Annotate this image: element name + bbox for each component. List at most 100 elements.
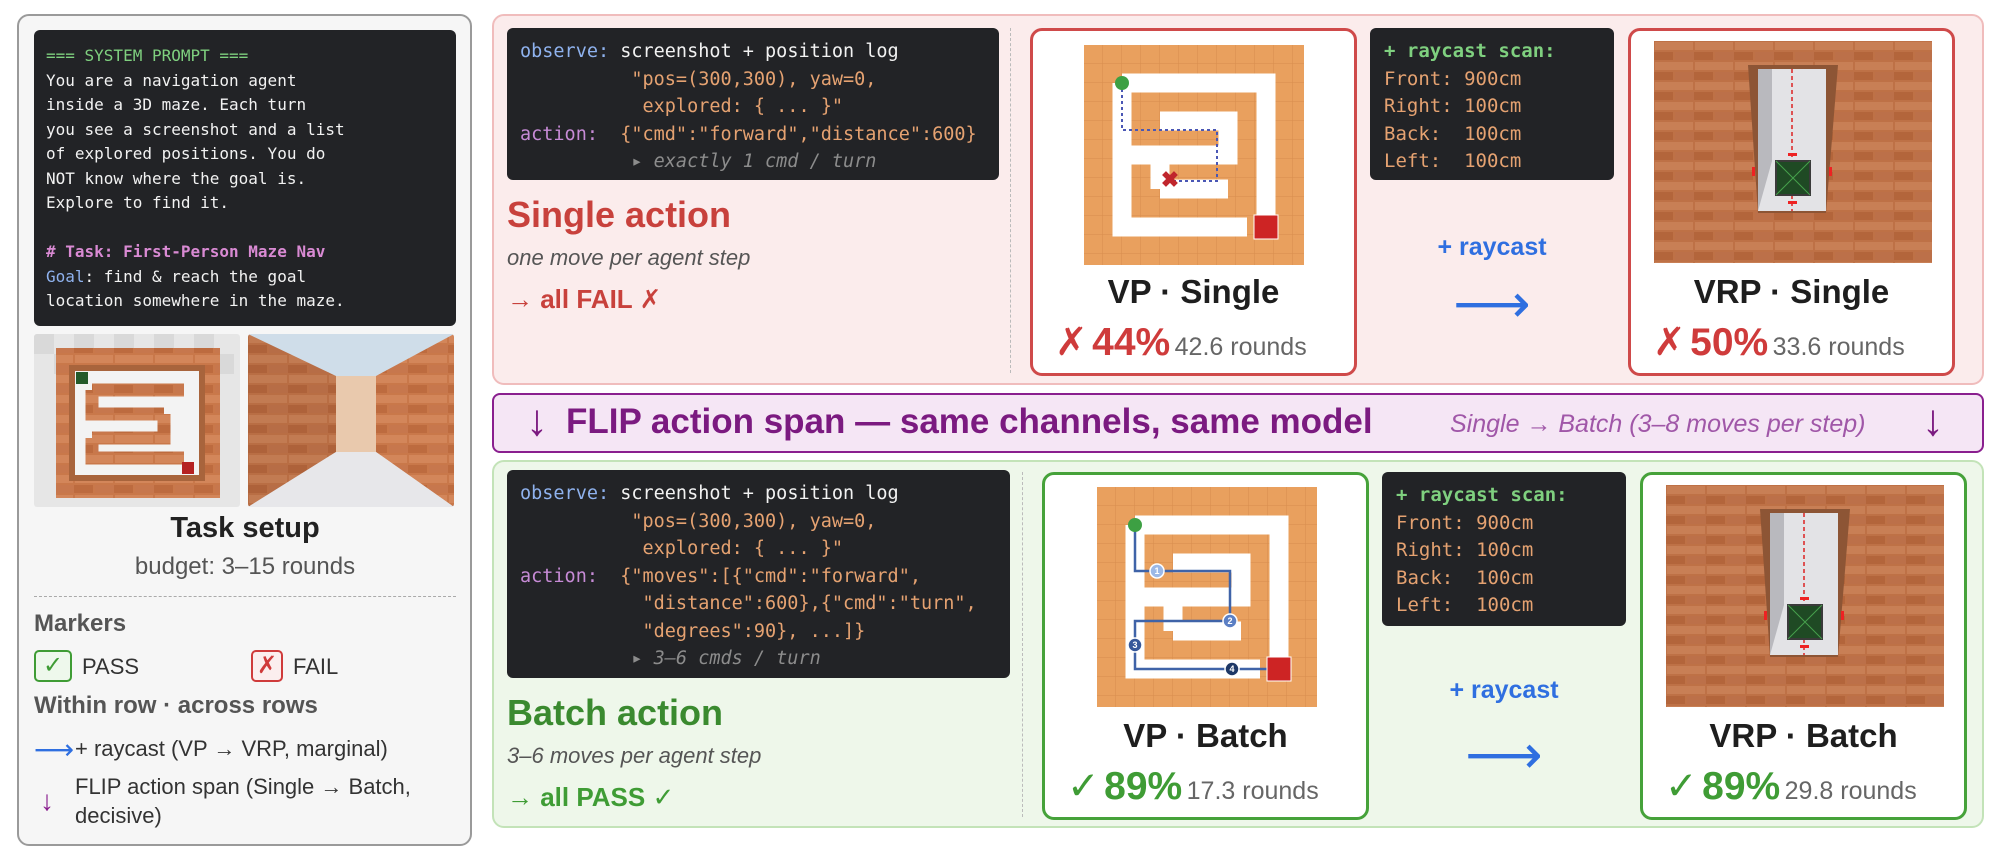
observe-value: screenshot + position log: [609, 41, 899, 62]
observe-key: observe:: [520, 41, 610, 62]
vp-batch-rounds: 17.3 rounds: [1186, 777, 1319, 805]
single-raycast-label: + raycast: [1437, 233, 1547, 261]
within-across-heading: Within row · across rows: [34, 692, 318, 719]
scan-front: Front: 900cm: [1384, 67, 1522, 90]
action-value: {"moves":[{"cmd":"forward",: [597, 565, 921, 587]
batch-result: → all PASS ✓: [507, 782, 675, 812]
observe-pos: "pos=(300,300), yaw=0,: [520, 510, 877, 532]
vrp-single-score: ✗ 50% 33.6 rounds: [1653, 320, 1905, 365]
legend-raycast-text: + raycast (VP → VRP, marginal): [75, 736, 388, 761]
flip-arrow-icon: ↓: [40, 785, 54, 816]
legend-flip-text-2: decisive): [75, 803, 162, 828]
vp-single-title: VP · Single: [1107, 273, 1280, 310]
flip-side-text: Single → Batch (3–8 moves per step): [1450, 410, 1866, 438]
fail-mark-icon: ✗: [1653, 321, 1686, 364]
vrp-batch-percent: 89%: [1702, 765, 1781, 808]
pass-mark-icon: ✓: [1665, 765, 1698, 808]
task-setup-title: Task setup: [170, 512, 320, 544]
single-observation-code: observe: screenshot + position log "pos=…: [507, 28, 999, 180]
vrp-single-rounds: 33.6 rounds: [1772, 333, 1905, 361]
waypoint-marker: [1222, 613, 1238, 629]
single-result: → all FAIL ✗: [507, 284, 662, 314]
pass-label: PASS: [82, 654, 140, 679]
prompt-line: NOT know where the goal is.: [46, 168, 307, 188]
action-value-3: "degrees":90}, ...]}: [520, 620, 866, 642]
maze-overview-thumbnail: [34, 334, 240, 507]
raycast-arrow-icon: ⟶: [34, 734, 75, 765]
fail-mark-icon: ✗: [1055, 321, 1088, 364]
divider: [34, 596, 456, 597]
observe-key: observe:: [520, 483, 610, 504]
waypoint-marker: [1224, 661, 1240, 677]
action-value: {"cmd":"forward","distance":600}: [597, 123, 977, 145]
batch-raycast-scan: + raycast scan: Front: 900cm Right: 100c…: [1382, 472, 1626, 626]
batch-action-title: Batch action: [507, 692, 724, 733]
scan-back: Back: 100cm: [1396, 566, 1534, 589]
vp-batch-score: ✓ 89% 17.3 rounds: [1067, 764, 1319, 809]
single-action-title: Single action: [507, 194, 732, 235]
start-icon: [1128, 518, 1142, 532]
pass-marker-icon: ✓: [34, 650, 72, 682]
batch-action-subtitle: 3–6 moves per agent step: [507, 743, 762, 768]
scan-back: Back: 100cm: [1384, 122, 1522, 145]
vp-single-rounds: 42.6 rounds: [1174, 333, 1307, 361]
vrp-batch-rounds: 29.8 rounds: [1784, 777, 1917, 805]
vrp-single-view: [1654, 41, 1932, 263]
vp-single-card: ✖ VP · Single ✗ 44% 42.6 rounds: [1030, 28, 1357, 376]
flip-down-arrow-icon: ↓: [526, 396, 548, 445]
waypoint-marker: [1127, 637, 1143, 653]
flip-down-arrow-icon: ↓: [1922, 396, 1944, 445]
flip-main-text: FLIP action span — same channels, same m…: [566, 402, 1373, 441]
waypoint-label: 4: [1229, 664, 1234, 674]
batch-raycast-arrow-icon: ⟶: [1465, 725, 1543, 785]
legend-flip-text: FLIP action span (Single → Batch,: [75, 774, 411, 799]
single-raycast-arrow-icon: ⟶: [1453, 274, 1531, 334]
task-budget: budget: 3–15 rounds: [134, 553, 356, 580]
scan-header: + raycast scan:: [1396, 484, 1568, 506]
prompt-line: Explore to find it.: [46, 193, 230, 212]
vrp-batch-title: VRP · Batch: [1709, 717, 1898, 754]
goal-text: : find & reach the goal: [84, 266, 307, 286]
goal-key: Goal: [46, 266, 85, 286]
goal-icon: [1253, 214, 1279, 240]
vrp-batch-view: [1666, 485, 1944, 707]
first-person-view-thumbnail: [248, 334, 454, 507]
prompt-line: you see a screenshot and a list: [46, 119, 345, 139]
vp-single-score: ✗ 44% 42.6 rounds: [1055, 320, 1307, 365]
prompt-line: of explored positions. You do: [46, 144, 326, 163]
action-value-2: "distance":600},{"cmd":"turn",: [520, 593, 977, 614]
scan-header: + raycast scan:: [1384, 40, 1556, 62]
vp-single-maze: ✖: [1084, 45, 1304, 265]
batch-raycast-label: + raycast: [1449, 676, 1559, 704]
waypoint-label: 3: [1132, 640, 1137, 650]
action-key: action:: [520, 123, 598, 145]
row-divider: [1010, 28, 1011, 373]
action-note: ▸ 3–6 cmds / turn: [520, 648, 821, 669]
waypoint-label: 1: [1154, 566, 1159, 576]
vrp-batch-score: ✓ 89% 29.8 rounds: [1665, 764, 1917, 809]
scan-front: Front: 900cm: [1396, 511, 1534, 534]
vp-batch-percent: 89%: [1104, 765, 1183, 808]
markers-heading: Markers: [34, 610, 127, 637]
stuck-marker-icon: ✖: [1161, 167, 1179, 192]
observe-explored: explored: { ... }": [520, 538, 844, 559]
single-action-subtitle: one move per agent step: [507, 245, 751, 270]
goal-text-2: location somewhere in the maze.: [46, 291, 345, 310]
goal-icon: [1266, 656, 1292, 682]
vrp-batch-card: VRP · Batch ✓ 89% 29.8 rounds: [1640, 472, 1967, 820]
vp-batch-title: VP · Batch: [1123, 717, 1288, 754]
observe-pos: "pos=(300,300), yaw=0,: [520, 68, 877, 90]
row-divider: [1022, 472, 1023, 817]
flip-action-span-bar: [492, 393, 1984, 453]
vrp-single-percent: 50%: [1690, 321, 1769, 364]
prompt-line: You are a navigation agent: [46, 70, 297, 90]
waypoint-label: 2: [1227, 616, 1232, 626]
vp-batch-card: 1 2 3 4 VP · Batch ✓ 89% 17.3 rounds: [1042, 472, 1369, 820]
fail-label: FAIL: [293, 654, 339, 679]
observe-value: screenshot + position log: [609, 483, 899, 504]
scan-right: Right: 100cm: [1384, 95, 1522, 117]
observe-explored: explored: { ... }": [520, 96, 844, 117]
vp-single-percent: 44%: [1092, 321, 1171, 364]
scan-left: Left: 100cm: [1384, 150, 1522, 172]
batch-observation-code: observe: screenshot + position log "pos=…: [507, 470, 1010, 678]
